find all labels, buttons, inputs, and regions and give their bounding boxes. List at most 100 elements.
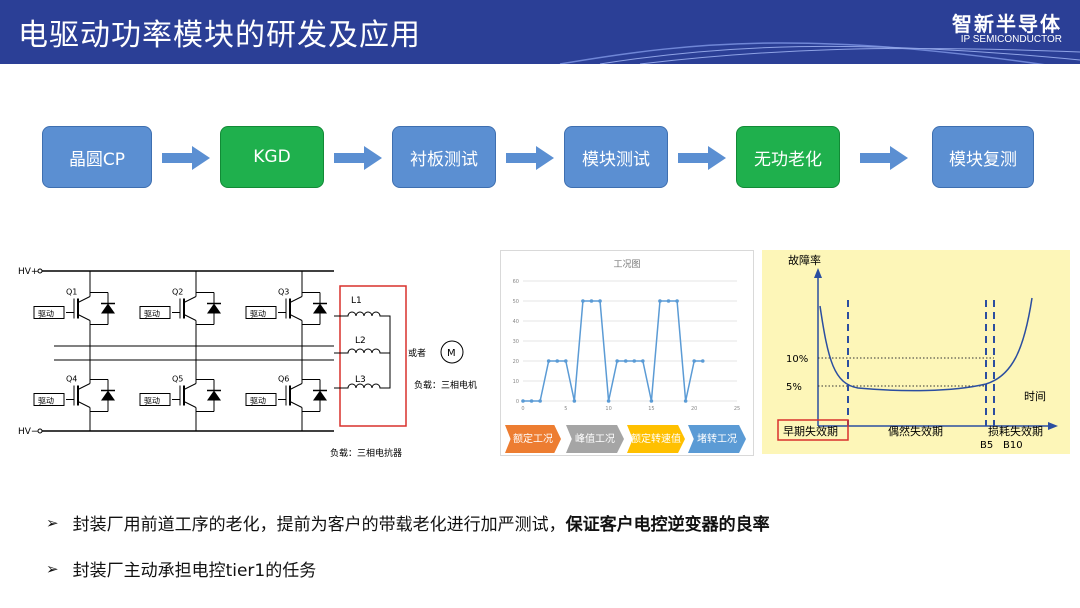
data-point [700, 359, 705, 363]
q-label: Q2 [172, 288, 183, 297]
data-point [623, 359, 628, 363]
flow-arrow-icon [860, 146, 908, 170]
flow-step-module-retest: 模块复测 [932, 126, 1034, 188]
early-failure-label: 早期失效期 [783, 424, 838, 438]
bullet-arrow-icon: ➢ [46, 513, 59, 532]
page-title: 电驱动功率模块的研发及应用 [18, 18, 421, 53]
bullet-text: 封装厂主动承担电控tier1的任务 [72, 561, 317, 581]
level-10-label: 10% [786, 354, 808, 365]
bullet-bold-text: 保证客户电控逆变器的良率 [565, 515, 770, 535]
igbt-switch: 驱动 Q3 [245, 271, 327, 346]
flow-step-label: KGD [253, 147, 291, 167]
flow-step-label: 无功老化 [754, 149, 822, 170]
data-point [521, 399, 525, 403]
flow-arrow-icon [678, 146, 726, 170]
y-tick-label: 10 [513, 379, 519, 385]
flow-step-kgd: KGD [220, 126, 324, 188]
flow-step-label: 衬板测试 [410, 149, 478, 170]
data-point [692, 359, 696, 363]
driver-label: 驱动 [144, 309, 160, 319]
bathtub-xlabel: 时间 [1024, 390, 1046, 403]
b5-label: B5 [980, 440, 993, 451]
data-point [615, 359, 619, 363]
phase-arrow-rated: 额定工况 [505, 425, 561, 453]
flow-step-module-test: 模块测试 [564, 126, 668, 188]
y-tick-label: 40 [513, 319, 519, 325]
bathtub-background [762, 250, 1070, 454]
data-point [598, 299, 602, 303]
or-label: 或者 [408, 347, 426, 359]
x-tick-label: 25 [734, 406, 740, 412]
x-tick-label: 15 [648, 406, 654, 412]
q-label: Q5 [172, 375, 183, 384]
data-point [564, 359, 568, 363]
y-tick-label: 30 [513, 339, 519, 345]
load-reactor-label: 负载：三相电抗器 [330, 447, 402, 459]
driver-label: 驱动 [250, 309, 266, 319]
data-point [666, 299, 671, 303]
data-point [529, 399, 534, 403]
wearout-failure-label: 损耗失效期 [988, 424, 1043, 438]
data-point [572, 399, 577, 403]
y-tick-label: 50 [513, 299, 519, 305]
x-tick-label: 5 [564, 406, 567, 412]
data-point [641, 359, 645, 363]
phase-label: 额定转速值 [631, 433, 681, 445]
phase-arrow-rated-speed: 额定转速值 [627, 425, 685, 453]
logo-text: 智新半导体 [952, 12, 1062, 36]
motor-symbol: M [447, 348, 456, 359]
data-point [581, 299, 585, 303]
driver-label: 驱动 [38, 396, 54, 406]
logo-subtitle: IP SEMICONDUCTOR [960, 34, 1062, 45]
data-point [589, 299, 594, 303]
phase-label: 峰值工况 [575, 433, 615, 445]
q-label: Q1 [66, 288, 77, 297]
flow-step-label: 模块复测 [949, 149, 1017, 170]
data-point [658, 299, 662, 303]
data-point [606, 399, 611, 403]
flow-step-aging: 无功老化 [736, 126, 840, 188]
igbt-switch: 驱动 Q4 [33, 360, 115, 431]
flow-step-substrate-test: 衬板测试 [392, 126, 496, 188]
inductor-label: L3 [355, 375, 366, 385]
random-failure-label: 偶然失效期 [888, 424, 943, 438]
header-decoration [559, 42, 1080, 64]
y-tick-label: 60 [513, 279, 519, 285]
header-bar: 电驱动功率模块的研发及应用 智新半导体 IP SEMICONDUCTOR [0, 0, 1080, 64]
phase-label: 堵转工况 [697, 433, 737, 445]
data-point [546, 359, 551, 363]
q-label: Q6 [278, 375, 289, 384]
flow-step-label: 模块测试 [582, 149, 650, 170]
q-label: Q3 [278, 288, 289, 297]
bullet-item-2: ➢ 封装厂主动承担电控tier1的任务 [46, 556, 317, 582]
bathtub-curve-chart: 故障率 时间 10% 5% 早期失效期 偶然失效期 损耗失效期 B5 B10 [762, 250, 1070, 454]
igbt-switch: 驱动 Q2 [139, 271, 221, 346]
y-tick-label: 20 [513, 359, 519, 365]
x-tick-label: 0 [521, 406, 524, 412]
x-tick-label: 20 [691, 406, 697, 412]
phase-arrow-stall: 堵转工况 [688, 425, 746, 453]
x-tick-label: 10 [605, 406, 611, 412]
q-label: Q4 [66, 375, 77, 384]
driver-label: 驱动 [250, 396, 266, 406]
igbt-switch: 驱动 Q1 [33, 271, 115, 346]
data-point [683, 399, 688, 403]
flow-arrow-icon [162, 146, 210, 170]
bullet-text: 封装厂用前道工序的老化，提前为客户的带载老化进行加严测试， [72, 515, 566, 535]
b10-label: B10 [1003, 440, 1023, 451]
flow-step-label: 晶圆CP [68, 149, 126, 170]
hv-minus-label: HV− [18, 427, 38, 437]
data-point [538, 399, 542, 403]
flow-arrow-icon [506, 146, 554, 170]
driver-label: 驱动 [38, 309, 54, 319]
flow-arrow-icon [334, 146, 382, 170]
phase-label: 额定工况 [513, 433, 553, 445]
data-point [632, 359, 637, 363]
inductor-label: L1 [351, 296, 362, 306]
phase-arrow-peak: 峰值工况 [566, 425, 624, 453]
